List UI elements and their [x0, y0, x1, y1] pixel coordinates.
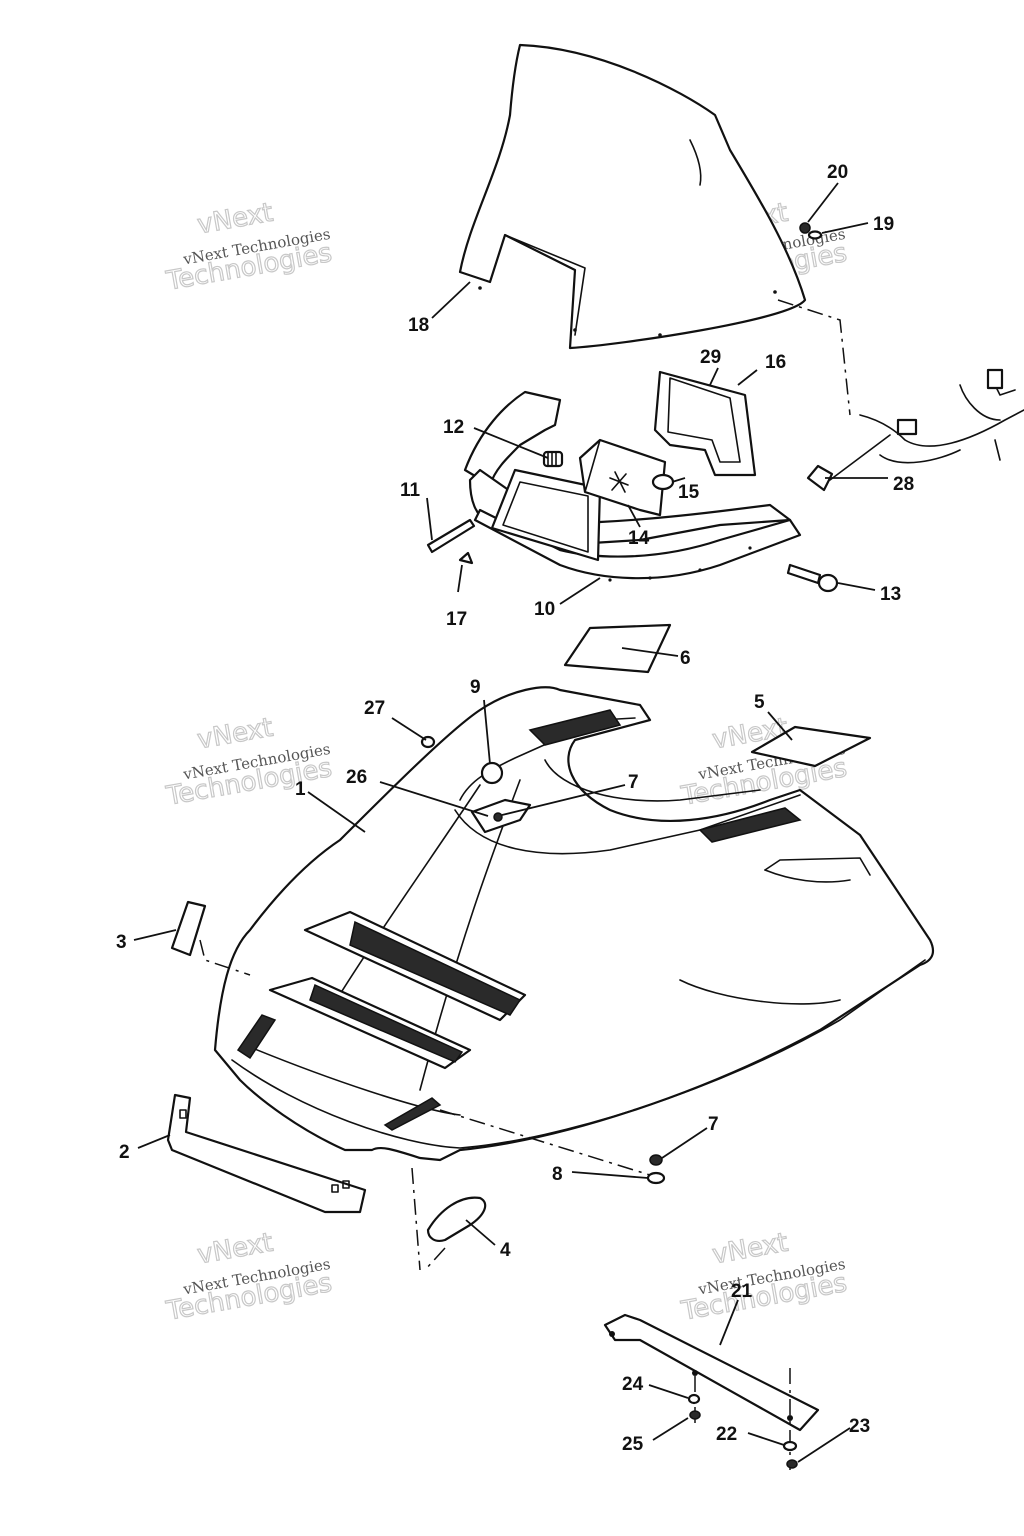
callout-24: 24: [622, 1374, 644, 1395]
callout-2: 2: [119, 1142, 130, 1163]
decal-part: [563, 623, 672, 674]
callout-26: 26: [346, 767, 367, 788]
bracket-part: [603, 1313, 820, 1432]
callout-labels: 18 20 19 29 16 12 11 15 14 17 10 13 28 6…: [116, 162, 914, 1455]
callout-3: 3: [116, 932, 127, 953]
nut-part: [689, 1410, 701, 1420]
watermark-vnext: vNext: [710, 1228, 790, 1271]
callout-7: 7: [708, 1114, 719, 1135]
callout-29: 29: [700, 347, 721, 368]
alignment-line: [777, 299, 851, 416]
screw-part: [426, 518, 476, 554]
alignment-line: [424, 1247, 446, 1271]
callout-7: 7: [628, 772, 639, 793]
vent-grille-part: [236, 709, 802, 1131]
callout-13: 13: [880, 584, 901, 605]
callout-15: 15: [678, 482, 700, 503]
callout-20: 20: [827, 162, 848, 183]
alignment-line: [199, 939, 251, 976]
callout-27: 27: [364, 698, 385, 719]
wire-harness-part: [806, 368, 1024, 492]
alignment-line: [411, 1167, 421, 1271]
callout-19: 19: [873, 214, 894, 235]
callout-16: 16: [765, 352, 786, 373]
callout-10: 10: [534, 599, 555, 620]
screw-part: [786, 563, 839, 593]
watermark-vnext: vNext: [195, 1228, 275, 1271]
callout-6: 6: [680, 648, 691, 669]
washer-part: [646, 1171, 666, 1185]
hood-side-vent: [764, 857, 871, 876]
bumper-part: [426, 1196, 487, 1242]
nut-part: [799, 222, 811, 234]
mount-part: [480, 761, 504, 785]
bumper-part: [170, 900, 207, 957]
callout-21: 21: [731, 1281, 753, 1302]
screw-part: [458, 551, 474, 565]
fastener-part: [493, 812, 503, 822]
alignment-line: [439, 1109, 651, 1176]
bracket-part: [166, 1093, 367, 1214]
bulb-part: [651, 473, 675, 491]
nut-part: [649, 1154, 663, 1166]
callout-12: 12: [443, 417, 464, 438]
windshield-part: [458, 43, 807, 350]
dash-plate-part: [470, 761, 532, 834]
watermark-vnext: vNext: [195, 713, 275, 756]
watermark-vnext: vNext: [195, 198, 275, 241]
callout-28: 28: [893, 474, 914, 495]
washer-part: [687, 1393, 701, 1405]
callout-25: 25: [622, 1434, 644, 1455]
callout-5: 5: [754, 692, 765, 713]
callout-9: 9: [470, 677, 481, 698]
callout-8: 8: [552, 1164, 563, 1185]
headlight-shroud-part: [653, 370, 757, 477]
nut-part: [786, 1459, 798, 1469]
decal-part: [750, 725, 872, 768]
callout-14: 14: [628, 528, 650, 549]
headlight-lamp-part: [578, 438, 667, 517]
callout-1: 1: [295, 779, 306, 800]
callout-17: 17: [446, 609, 467, 630]
washer-part: [807, 230, 823, 240]
leader-lines: [133, 182, 888, 1463]
callout-11: 11: [400, 480, 421, 501]
spring-part: [542, 450, 564, 468]
callout-23: 23: [849, 1416, 870, 1437]
callout-4: 4: [500, 1240, 511, 1261]
washer-part: [782, 1440, 798, 1452]
callout-18: 18: [408, 315, 429, 336]
callout-22: 22: [716, 1424, 737, 1445]
